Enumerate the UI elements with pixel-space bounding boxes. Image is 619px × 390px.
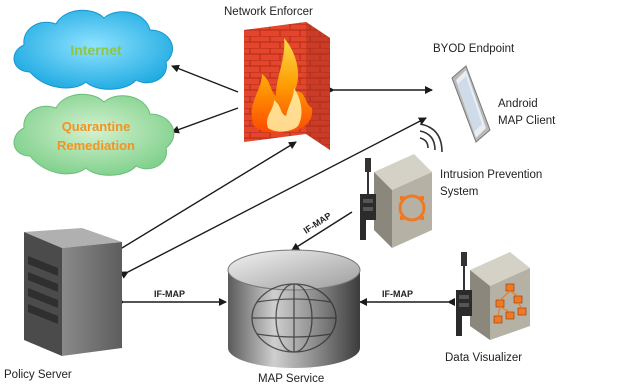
database-globe-icon: [227, 249, 361, 368]
wireless-signal-icon: [419, 123, 443, 153]
edge-label-visualizer-map: IF-MAP: [382, 289, 413, 299]
byod-endpoint-label: BYOD Endpoint: [433, 43, 515, 55]
android-client-label-line1: Android: [498, 98, 538, 110]
quarantine-cloud: Quarantine Remediation: [13, 93, 175, 176]
internet-cloud-icon: [13, 9, 173, 90]
ips-label-line2: System: [440, 186, 479, 198]
arrow-enforcer-to-quarantine: [171, 107, 239, 134]
firewall-icon: [244, 22, 330, 150]
edge-label-policy-map: IF-MAP: [154, 289, 185, 299]
internet-label: Internet: [70, 42, 122, 58]
network-enforcer-label: Network Enforcer: [224, 6, 313, 18]
map-service-label: MAP Service: [258, 373, 325, 385]
internet-cloud: Internet: [13, 9, 173, 90]
data-visualizer-label: Data Visualizer: [445, 352, 523, 364]
arrow-ips-to-map: [291, 211, 353, 251]
sensor-appliance-icon: [360, 154, 432, 248]
visualizer-appliance-icon: [456, 252, 530, 340]
tablet-icon: [451, 65, 491, 143]
server-icon: [24, 228, 122, 356]
ips-label-line1: Intrusion Prevention: [440, 169, 543, 181]
arrow-policy-to-byod: [119, 117, 427, 279]
edge-label-ips-map: IF-MAP: [302, 210, 333, 235]
quarantine-cloud-icon: [13, 93, 175, 176]
connection-arrows: [113, 64, 455, 306]
arrow-enforcer-to-internet: [171, 64, 239, 93]
quarantine-label-line2: Remediation: [57, 138, 135, 153]
quarantine-label-line1: Quarantine: [62, 119, 131, 134]
android-client-label-line2: MAP Client: [498, 115, 556, 127]
policy-server-label: Policy Server: [4, 369, 72, 381]
